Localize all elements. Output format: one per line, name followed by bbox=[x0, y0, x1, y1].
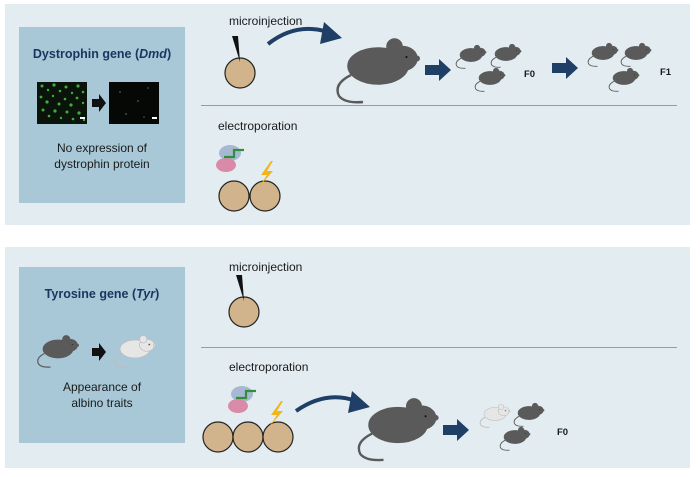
tyr-gene-symbol: Tyr bbox=[136, 287, 156, 301]
tyr-gray-mouse-image bbox=[37, 334, 80, 368]
tyr-albino-mouse-image bbox=[114, 334, 157, 368]
tyr-electroporation-embryos bbox=[202, 421, 294, 453]
dmd-arrow-to-f1 bbox=[552, 57, 578, 79]
dmd-card-caption: No expression of dystrophin protein bbox=[54, 141, 150, 171]
dmd-f1-mice bbox=[587, 42, 652, 92]
dmd-card-title: Dystrophin gene (Dmd) bbox=[32, 47, 172, 61]
tyr-curved-arrowhead bbox=[348, 391, 370, 413]
dmd-rnp-complex bbox=[214, 143, 246, 174]
tyr-electroporation-label: electroporation bbox=[229, 360, 309, 374]
tyr-microinjection-embryo bbox=[228, 275, 260, 328]
dmd-gene-symbol: Dmd bbox=[139, 47, 167, 61]
tyr-microinjection-label: microinjection bbox=[229, 260, 303, 274]
dmd-curved-arrowhead bbox=[320, 22, 342, 44]
dmd-microinjection-label: microinjection bbox=[229, 14, 303, 28]
tyr-curved-arrow bbox=[294, 395, 357, 413]
tyr-section-divider bbox=[201, 347, 677, 348]
dmd-founder-mouse bbox=[336, 37, 421, 104]
dmd-fluorescence-before-image bbox=[37, 82, 87, 124]
dmd-electroporation-embryos bbox=[218, 180, 281, 212]
dmd-section-divider bbox=[201, 105, 677, 106]
dmd-f1-label: F1 bbox=[660, 67, 672, 78]
dmd-f0-mice bbox=[455, 43, 522, 92]
tyr-founder-mouse bbox=[357, 397, 440, 462]
tyr-card-caption: Appearance of albino traits bbox=[62, 380, 142, 410]
dmd-curved-arrow bbox=[266, 26, 329, 46]
dmd-microinjection-embryo bbox=[224, 36, 256, 89]
dmd-fluorescence-after-image bbox=[109, 82, 159, 124]
tyr-card-title: Tyrosine gene (Tyr) bbox=[44, 287, 160, 301]
tyr-rnp-complex bbox=[226, 384, 258, 415]
tyr-f0-mice bbox=[479, 402, 545, 451]
dmd-card-arrow bbox=[92, 94, 106, 112]
dmd-electroporation-label: electroporation bbox=[218, 119, 298, 133]
dmd-f0-label: F0 bbox=[524, 69, 536, 80]
tyr-f0-label: F0 bbox=[557, 427, 569, 438]
tyr-card-arrow bbox=[92, 343, 106, 361]
tyr-arrow-to-f0 bbox=[443, 419, 469, 441]
dmd-arrow-to-f0 bbox=[425, 59, 451, 81]
